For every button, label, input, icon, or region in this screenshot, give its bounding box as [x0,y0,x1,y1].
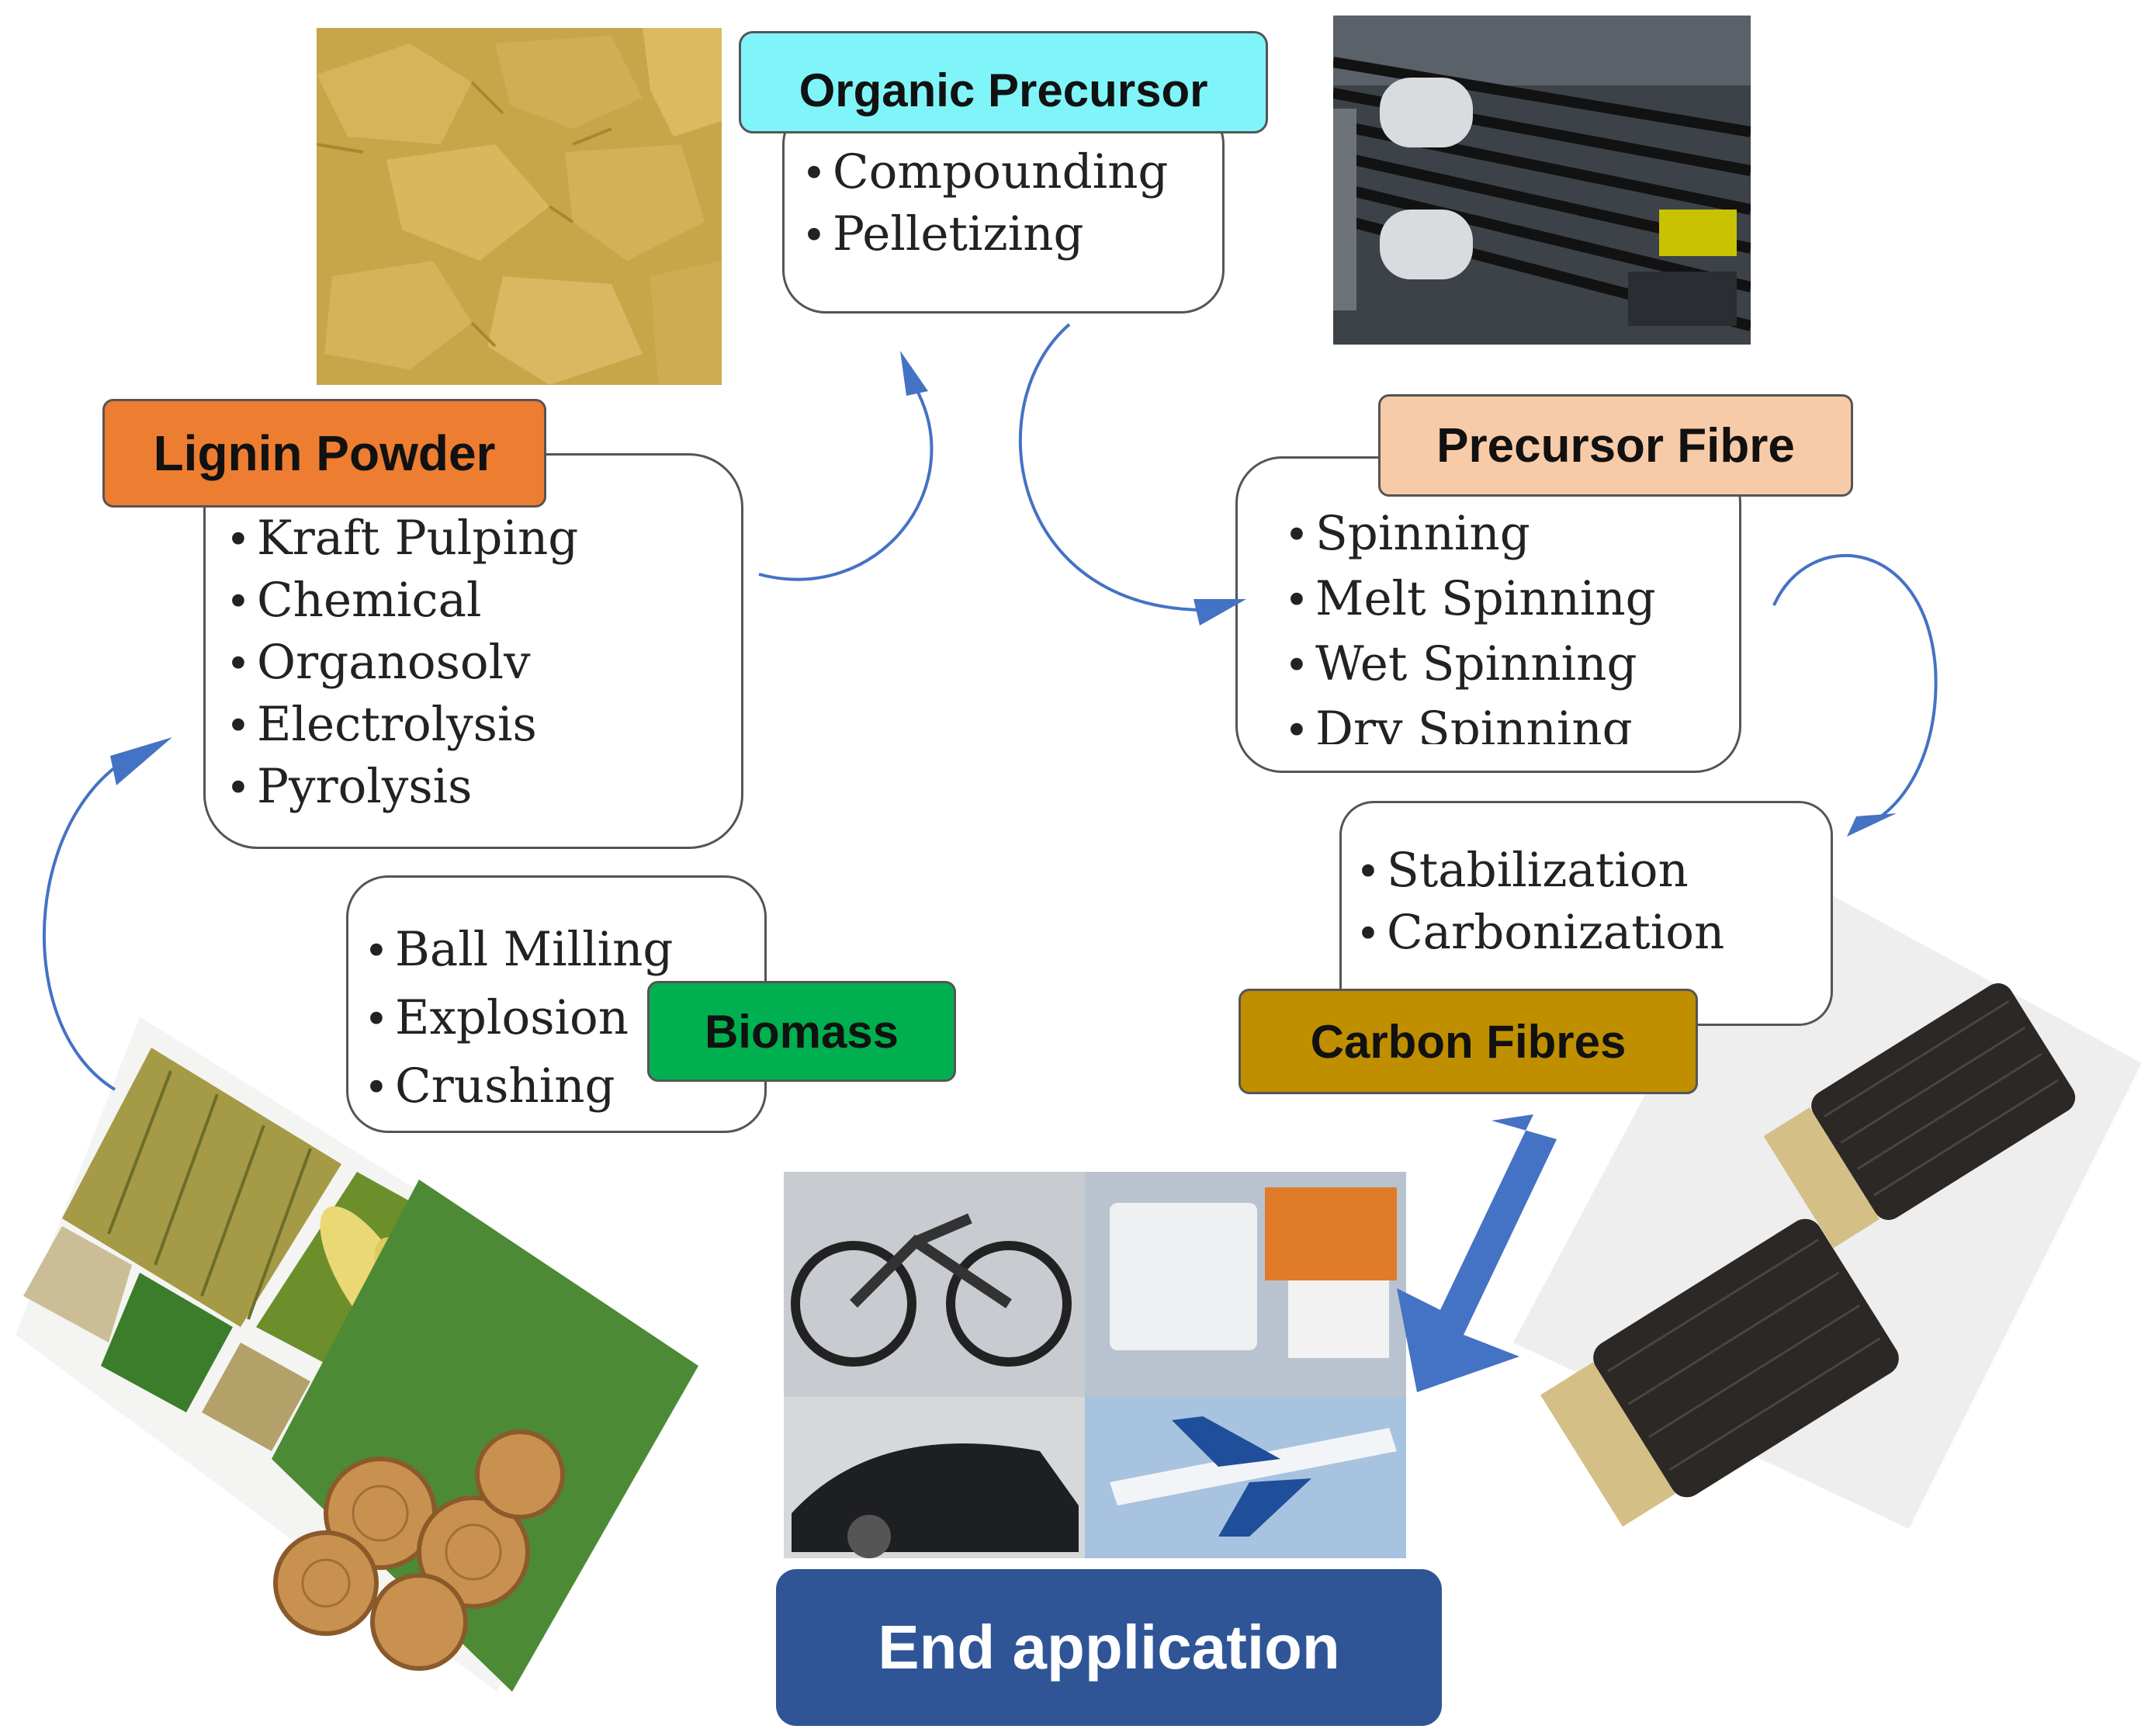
step-item: Ball Milling [364,917,764,985]
arrowhead [1847,813,1897,837]
lignin-powder-label: Lignin Powder [102,399,546,508]
carbon-fibre-spools-photo [1513,861,2142,1529]
end-application-label: End application [776,1569,1442,1726]
end-application-collage-photo [784,1172,1406,1558]
arrow-organic-to-fibre [1018,323,1211,612]
biomass-steps-box: Ball Milling Explosion Crushing [346,875,767,1133]
step-item: Spinning [1284,502,1739,567]
step-item: Organosolv [226,632,741,695]
fibre-spinning-machine-photo [1333,16,1751,345]
step-item: Wet Spinning [1284,632,1739,698]
biomass-collage-photo [16,1017,714,1692]
lignin-powder-steps-box: Kraft Pulping Chemical Organosolv Electr… [203,453,743,849]
organic-precursor-steps-box: Compounding Pelletizing [782,101,1225,314]
arrow-lignin-to-organic [758,387,934,581]
precursor-fibre-steps-box: Spinning Melt Spinning Wet Spinning Dry … [1235,456,1741,773]
arrowhead [900,351,928,396]
step-item: Carbonization [1356,903,1831,965]
step-item: Electrolysis [226,695,741,757]
step-item: Kraft Pulping [226,508,741,570]
step-item: Chemical [226,570,741,632]
carbon-fibres-label: Carbon Fibres [1239,989,1698,1094]
step-item: Melt Spinning [1284,567,1739,632]
step-item: Pelletizing [802,204,1222,266]
carbon-fibres-steps-box: Stabilization Carbonization [1339,801,1833,1026]
organic-precursor-label: Organic Precursor [739,31,1268,133]
arrowhead [110,737,172,785]
precursor-fibre-label: Precursor Fibre [1378,394,1853,497]
step-item: Compounding [802,142,1222,204]
step-item: Stabilization [1356,840,1831,903]
step-item: Crushing [364,1053,764,1121]
step-item: Dry Spinning [1284,698,1739,744]
arrow-fibre-to-carbon [1772,553,1938,829]
biomass-label: Biomass [647,981,956,1082]
step-item: Pyrolysis [226,757,741,819]
lignin-powder-photo [317,28,722,385]
step-item: Explosion [364,985,764,1053]
